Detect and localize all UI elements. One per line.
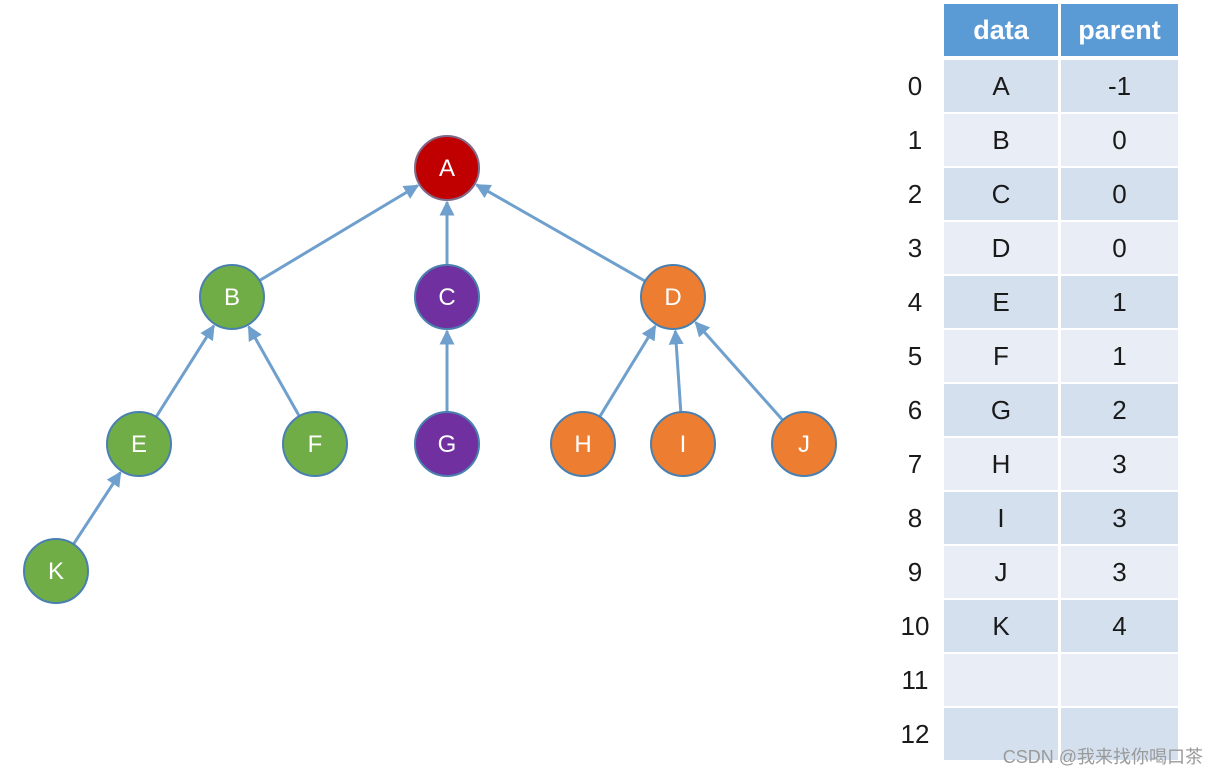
row-index: 9 [907,557,923,587]
tree-node-a: A [414,135,480,201]
edge-b-to-a [258,184,420,282]
row-index: 1 [907,125,923,155]
header-data: data [944,4,1058,56]
cell-data: E [944,276,1058,328]
tree-node-j: J [771,411,837,477]
cell-data [944,708,1058,760]
tree-node-g: G [414,411,480,477]
cell-parent: -1 [1061,60,1178,112]
node-label: K [48,558,64,585]
row-index: 10 [900,611,930,641]
row-index: 7 [907,449,923,479]
cell-parent: 0 [1061,168,1178,220]
tree-node-k: K [23,538,89,604]
node-label: H [574,431,591,458]
cell-parent: 0 [1061,114,1178,166]
cell-parent: 3 [1061,438,1178,490]
edge-h-to-d [598,324,657,418]
row-index: 4 [907,287,923,317]
node-label: E [131,431,147,458]
node-circle [282,411,348,477]
edge-d-to-a [475,183,646,283]
node-label: D [664,284,681,311]
tree-diagram: A B C D E F G H I J K [23,135,837,604]
cell-parent: 2 [1061,384,1178,436]
edge-i-to-d [668,329,684,413]
node-circle [199,264,265,330]
row-index: 6 [907,395,923,425]
cell-data [944,654,1058,706]
header-parent: parent [1061,4,1178,56]
cell-parent: 4 [1061,600,1178,652]
row-index: 11 [901,665,929,695]
cell-data: J [944,546,1058,598]
cell-data: G [944,384,1058,436]
cell-data: B [944,114,1058,166]
node-circle [650,411,716,477]
watermark: CSDN @我来找你喝口茶 [1002,747,1203,767]
tree-node-b: B [199,264,265,330]
node-circle [23,538,89,604]
table-row: 11 [890,654,1180,706]
node-circle [414,264,480,330]
cell-data: H [944,438,1058,490]
edge-f-to-b [247,325,301,417]
node-label: G [438,431,457,458]
node-label: B [224,284,240,311]
cell-data: A [944,60,1058,112]
edge-k-to-e [72,471,122,546]
node-circle [414,135,480,201]
node-label: F [308,431,323,458]
row-index: 5 [907,341,923,371]
row-index: 12 [900,719,930,749]
tree-edges [72,183,784,546]
node-circle [106,411,172,477]
cell-parent: 1 [1061,330,1178,382]
cell-data: F [944,330,1058,382]
tree-node-c: C [414,264,480,330]
table-row: 12 [890,708,1180,760]
node-label: C [438,284,455,311]
cell-parent: 3 [1061,546,1178,598]
node-label: I [680,431,687,458]
node-label: J [798,431,810,458]
cell-data: C [944,168,1058,220]
tree-node-h: H [550,411,616,477]
cell-data: D [944,222,1058,274]
node-label: A [439,155,455,182]
cell-data: K [944,600,1058,652]
cell-parent [1061,708,1178,760]
row-index: 3 [907,233,923,263]
tree-node-e: E [106,411,172,477]
row-index: 0 [907,71,923,101]
node-circle [640,264,706,330]
tree-node-d: D [640,264,706,330]
edge-e-to-b [154,324,216,418]
cell-data: I [944,492,1058,544]
edge-j-to-d [694,321,784,422]
node-circle [771,411,837,477]
cell-parent: 0 [1061,222,1178,274]
row-index: 8 [907,503,923,533]
row-index: 2 [907,179,923,209]
cell-parent [1061,654,1178,706]
tree-node-i: I [650,411,716,477]
node-circle [550,411,616,477]
node-circle [414,411,480,477]
tree-node-f: F [282,411,348,477]
cell-parent: 1 [1061,276,1178,328]
tree-nodes: A B C D E F G H I J K [23,135,837,604]
cell-parent: 3 [1061,492,1178,544]
